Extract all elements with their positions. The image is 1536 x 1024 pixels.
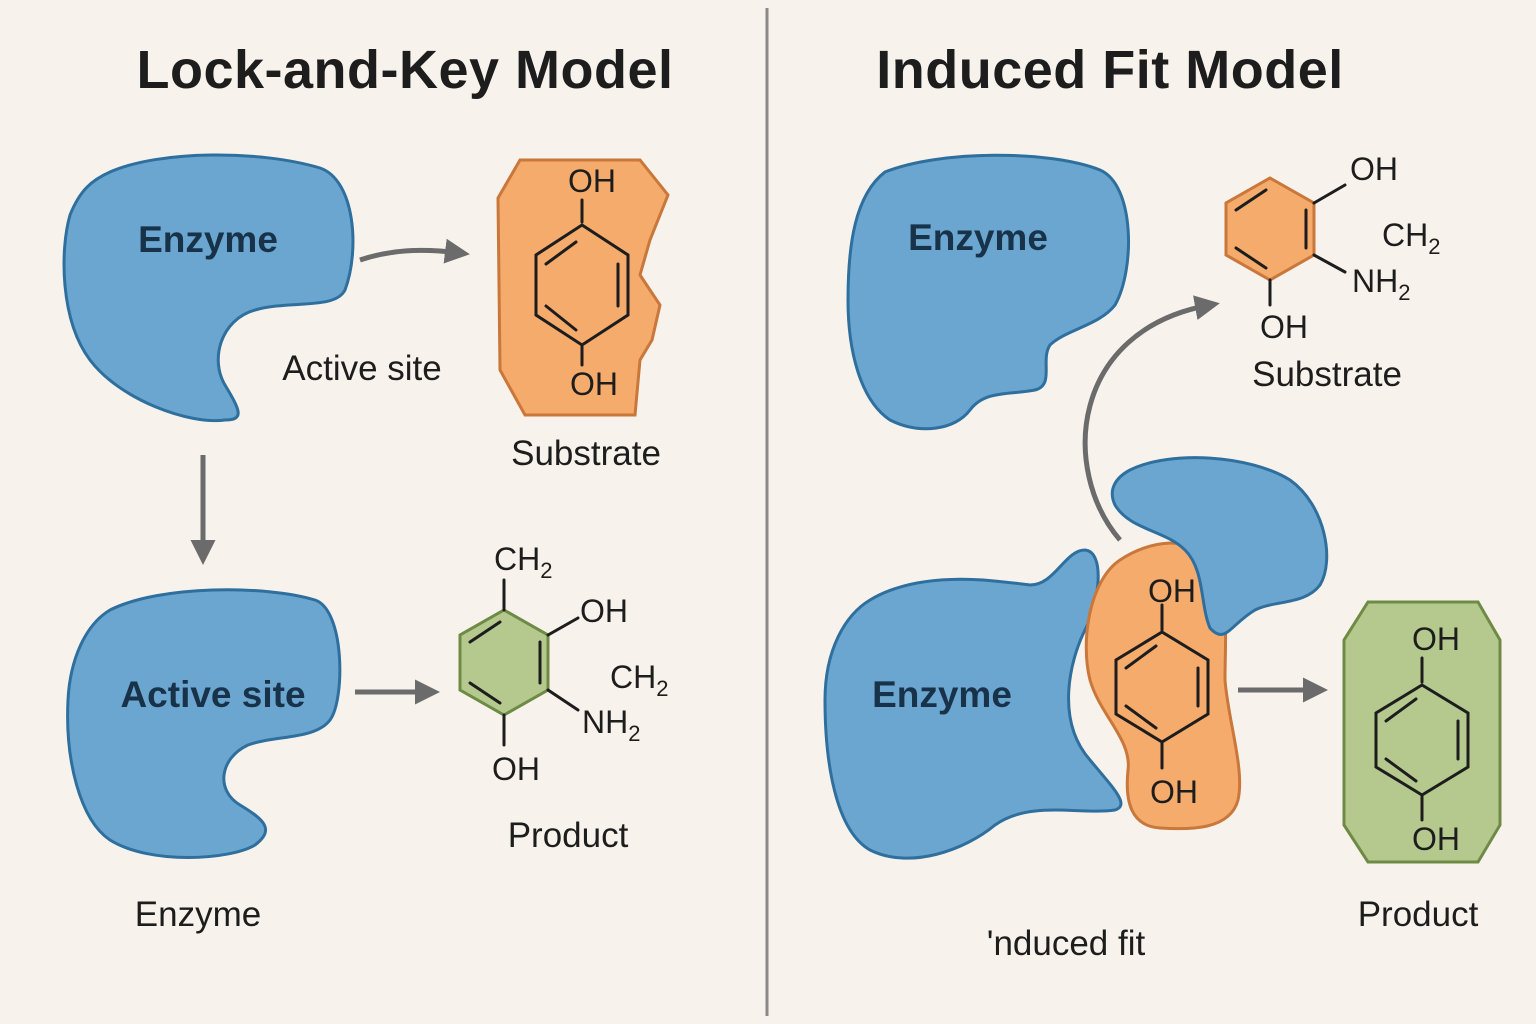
induced-substrate-ch2: CH2: [1382, 217, 1440, 259]
product-nh2: NH2: [582, 704, 640, 746]
product-ch2-top: CH2: [494, 541, 552, 583]
enzyme-label-complex: Enzyme: [872, 674, 1012, 715]
product-shape-right: [1342, 600, 1502, 864]
arrow-to-substrate: [359, 238, 470, 264]
product-benzene-ring: [458, 608, 550, 717]
enzyme-shape-cap: [1110, 456, 1329, 636]
complex-substrate-oh-bottom: OH: [1150, 774, 1198, 810]
product-right-molecule: [1374, 656, 1470, 822]
enzyme-shape-top: [846, 153, 1130, 431]
enzyme-shape-2: [66, 588, 342, 859]
lock-and-key-panel: Lock-and-Key Model Enzyme Active site OH…: [62, 40, 673, 934]
induced-fit-title: Induced Fit Model: [876, 40, 1343, 100]
product-oh-right: OH: [580, 593, 628, 629]
induced-fit-panel: Induced Fit Model Enzyme OH CH2 NH2 OH S…: [823, 40, 1502, 963]
complex-substrate-molecule: [1114, 603, 1210, 770]
product-right-oh-bottom: OH: [1412, 821, 1460, 857]
lock-and-key-title: Lock-and-Key Model: [136, 40, 673, 100]
active-site-label: Active site: [282, 349, 442, 388]
substrate-benzene-ring: [534, 198, 630, 367]
enzyme-caption: Enzyme: [135, 895, 261, 934]
product-right-oh-top: OH: [1412, 621, 1460, 657]
product-label-right: Product: [1358, 895, 1479, 934]
induced-substrate-ring: [1224, 176, 1316, 282]
complex-substrate-oh-top: OH: [1148, 573, 1196, 609]
substrate-oh-bottom: OH: [570, 366, 618, 402]
induced-substrate-nh2: NH2: [1352, 263, 1410, 305]
induced-substrate-oh-top: OH: [1350, 151, 1398, 187]
induced-substrate-label: Substrate: [1252, 355, 1402, 394]
induced-substrate-oh-bottom: OH: [1260, 309, 1308, 345]
product-ch2-right: CH2: [610, 659, 668, 701]
substrate-label: Substrate: [511, 434, 661, 473]
enzyme-shape: [62, 153, 355, 423]
active-site-label-2: Active site: [120, 674, 305, 715]
induced-fit-caption: 'nduced fit: [987, 924, 1146, 963]
enzyme-shape-complex: [823, 548, 1123, 860]
product-label: Product: [508, 816, 629, 855]
induced-substrate-molecule: [1224, 176, 1347, 307]
substrate-oh-top: OH: [568, 163, 616, 199]
enzyme-label: Enzyme: [138, 219, 278, 260]
curved-arrow: [1082, 295, 1220, 542]
product-molecule: [458, 578, 580, 747]
substrate-shape: [496, 158, 670, 417]
enzyme-label-top: Enzyme: [908, 217, 1048, 258]
product-oh-bottom: OH: [492, 751, 540, 787]
